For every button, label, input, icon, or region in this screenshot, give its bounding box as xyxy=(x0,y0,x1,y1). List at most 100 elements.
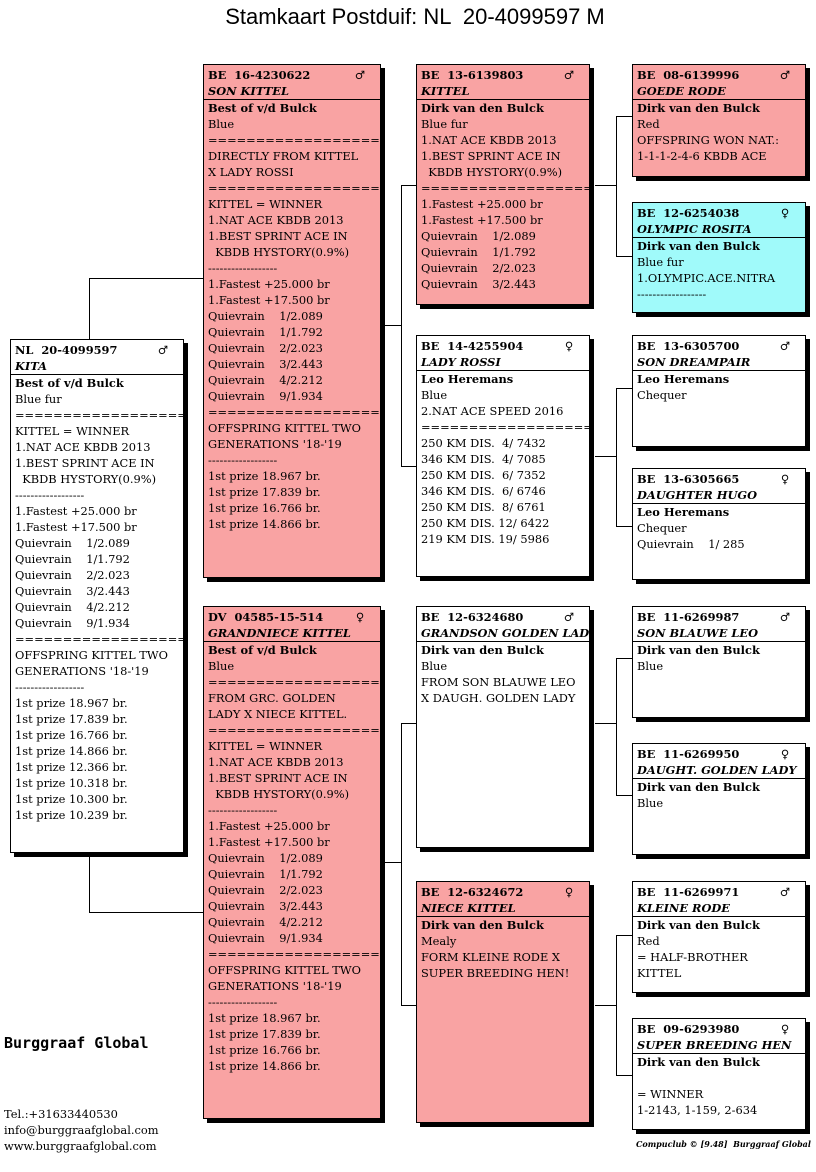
info-line: 346 KM DIS. 4/ 7085 xyxy=(421,452,546,466)
info-line: LADY X NIECE KITTEL. xyxy=(208,707,348,721)
info-line: Blue fur xyxy=(637,255,684,269)
pigeon-name: SON BLAUWE LEO xyxy=(633,625,805,642)
info-line: 1.Fastest +17.500 br xyxy=(208,835,330,849)
ring-number: NL 20-4099597 xyxy=(15,343,118,357)
info-line: ================== xyxy=(421,420,590,434)
ring-number-row: BE 13-6305700♂ xyxy=(637,338,803,354)
info-line: Quievrain 1/2.089 xyxy=(15,536,130,550)
female-symbol-icon: ♀ xyxy=(564,885,574,899)
info-line: Quievrain 4/2.212 xyxy=(208,373,323,387)
connector xyxy=(381,325,401,326)
connector xyxy=(616,526,632,527)
info-line: ================== xyxy=(208,723,380,737)
info-line: ------------------ xyxy=(15,488,85,502)
info-line: 1.Fastest +17.500 br xyxy=(15,520,137,534)
connector xyxy=(401,185,402,467)
ring-number: DV 04585-15-514 xyxy=(208,610,324,624)
info-line: ================== xyxy=(15,408,184,422)
connector xyxy=(89,278,204,279)
info-line: Blue fur xyxy=(421,117,468,131)
info-line: Quievrain 2/2.023 xyxy=(15,568,130,582)
info-line: Quievrain 3/2.443 xyxy=(421,277,536,291)
ring-number: BE 16-4230622 xyxy=(208,68,311,82)
female-symbol-icon: ♀ xyxy=(355,610,365,624)
info-line: KITTEL xyxy=(637,966,682,980)
info-line: 1st prize 10.318 br. xyxy=(15,776,128,790)
info-line: X LADY ROSSI xyxy=(208,165,294,179)
brand-name: Burggraaf Global xyxy=(4,1034,149,1052)
info-line: 1-1-1-2-4-6 KBDB ACE xyxy=(637,149,767,163)
connector xyxy=(401,185,416,186)
info-line: Quievrain 1/ 285 xyxy=(637,537,745,551)
male-symbol-icon: ♂ xyxy=(779,68,791,82)
info-line: 1-2143, 1-159, 2-634 xyxy=(637,1103,758,1117)
ring-number: BE 14-4255904 xyxy=(421,339,524,353)
info-line: Blue xyxy=(637,796,664,810)
info-line: ================== xyxy=(208,133,380,147)
connector xyxy=(89,853,90,913)
info-line: KBDB HYSTORY(0.9%) xyxy=(15,472,157,486)
info-line: Quievrain 1/2.089 xyxy=(208,851,323,865)
contact-email[interactable]: info@burggraafglobal.com xyxy=(4,1123,159,1137)
pigeon-name: SON KITTEL xyxy=(204,83,380,100)
breeder-name: Dirk van den Bulck xyxy=(421,918,544,932)
connector xyxy=(381,862,401,863)
pigeon-name: NIECE KITTEL xyxy=(417,900,589,917)
pigeon-name: SUPER BREEDING HEN xyxy=(633,1037,805,1054)
info-line: 250 KM DIS. 8/ 6761 xyxy=(421,500,546,514)
info-line: 1st prize 10.300 br. xyxy=(15,792,128,806)
info-line: ------------------ xyxy=(208,261,278,275)
breeder-name: Leo Heremans xyxy=(421,372,514,386)
info-line: 1.OLYMPIC.ACE.NITRA xyxy=(637,271,776,285)
info-line: ================== xyxy=(15,632,184,646)
ring-number-row: BE 11-6269987♂ xyxy=(637,609,803,625)
info-line: 2.NAT ACE SPEED 2016 xyxy=(421,404,564,418)
info-line: 250 KM DIS. 4/ 7432 xyxy=(421,436,546,450)
female-symbol-icon: ♀ xyxy=(564,339,574,353)
info-line: Blue xyxy=(208,117,235,131)
connector xyxy=(401,1005,416,1006)
contact-website[interactable]: www.burggraafglobal.com xyxy=(4,1139,157,1153)
connector xyxy=(616,795,632,796)
connector xyxy=(616,388,632,389)
info-line: ------------------ xyxy=(637,287,707,301)
info-line: Quievrain 4/2.212 xyxy=(15,600,130,614)
male-symbol-icon: ♂ xyxy=(354,68,366,82)
info-line: 1st prize 17.839 br. xyxy=(208,485,321,499)
info-line: 1st prize 17.839 br. xyxy=(208,1027,321,1041)
pigeon-name: DAUGHT. GOLDEN LADY xyxy=(633,762,805,779)
connector xyxy=(595,185,616,186)
info-line: 1.Fastest +25.000 br xyxy=(15,504,137,518)
ring-number: BE 08-6139996 xyxy=(637,68,740,82)
contact-phone: Tel.:+31633440530 xyxy=(4,1107,118,1121)
pigeon-name: KITTEL xyxy=(417,83,589,100)
breeder-name: Best of v/d Bulck xyxy=(208,643,317,657)
info-line: SUPER BREEDING HEN! xyxy=(421,966,570,980)
ring-number-row: BE 13-6139803♂ xyxy=(421,67,587,83)
info-line: Quievrain 9/1.934 xyxy=(208,389,323,403)
breeder-name: Leo Heremans xyxy=(637,372,730,386)
ring-number: BE 13-6139803 xyxy=(421,68,524,82)
connector xyxy=(616,256,632,257)
pigeon-name: GRANDSON GOLDEN LADY xyxy=(417,625,589,642)
info-line: X DAUGH. GOLDEN LADY xyxy=(421,691,576,705)
info-line: 1.Fastest +25.000 br xyxy=(208,277,330,291)
info-line: Mealy xyxy=(421,934,457,948)
info-line: 250 KM DIS. 12/ 6422 xyxy=(421,516,550,530)
ring-number-row: BE 12-6324680♂ xyxy=(421,609,587,625)
